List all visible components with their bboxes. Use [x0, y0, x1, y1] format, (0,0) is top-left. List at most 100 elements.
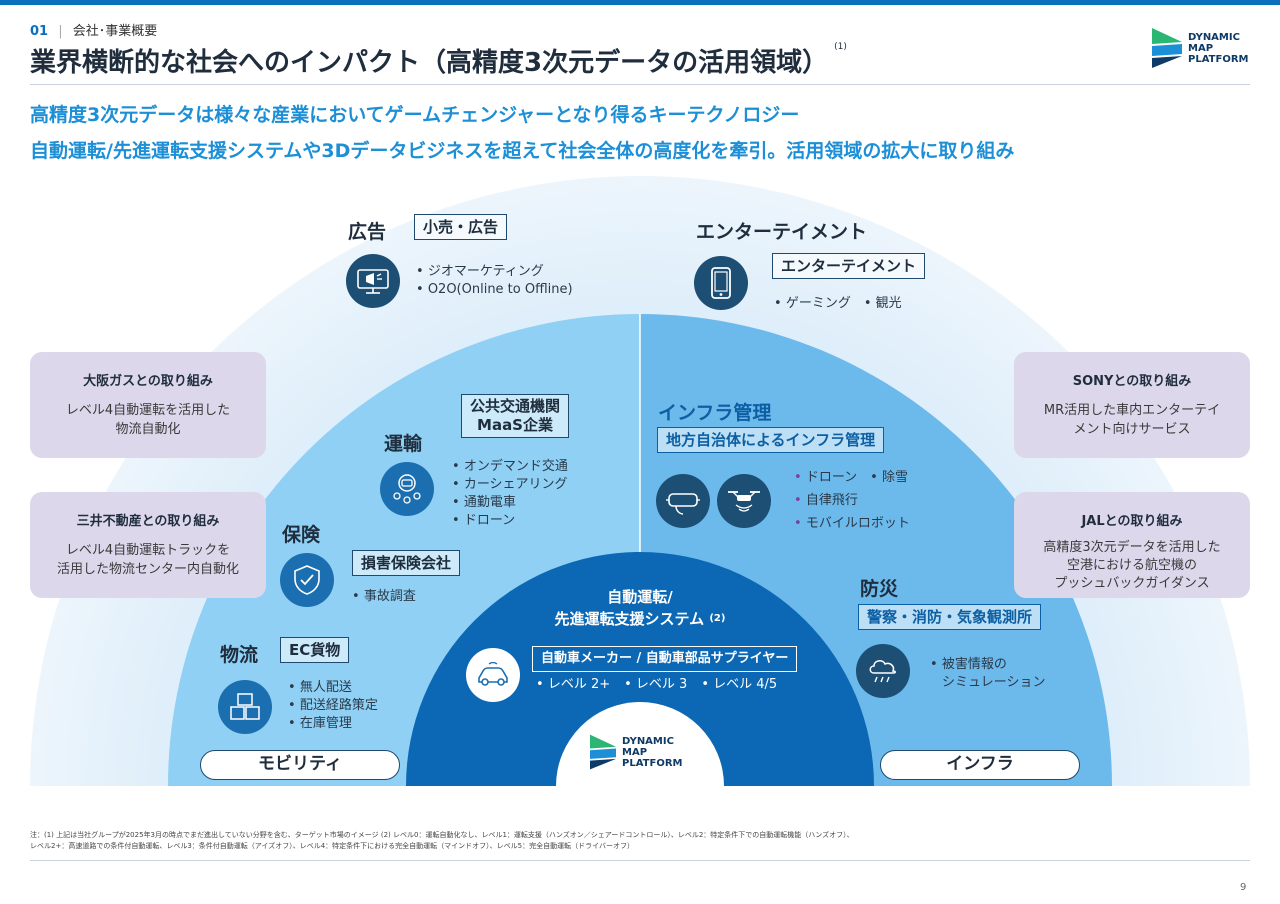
- card-line: レベル4自動運転を活用した: [65, 403, 231, 418]
- card-jal: JALとの取り組み 高精度3次元データを活用した 空港における航空機の プッシュ…: [1014, 492, 1250, 598]
- ad-box: 小売・広告: [414, 214, 508, 240]
- lead-line-2: 自動運転/先進運転支援システムや3Dデータビジネスを超えて社会全体の高度化を牽引…: [30, 140, 1015, 162]
- logo-line3: PLATFORM: [1188, 53, 1249, 65]
- insurance-title: 保険: [282, 524, 321, 546]
- footer-divider: [30, 860, 1250, 861]
- card-line: メント向けサービス: [1073, 422, 1191, 437]
- shield-check-icon: [280, 553, 334, 607]
- title-footnote-mark: (1): [834, 42, 847, 52]
- center-arch: [406, 552, 874, 786]
- center-levels: レベル 2+ レベル 3 レベル 4/5: [536, 676, 777, 694]
- card-body: レベル4自動運転トラックを 活用した物流センター内自動化: [30, 541, 266, 579]
- infra-management-box: 地方自治体によるインフラ管理: [657, 427, 885, 453]
- list-item: 自律飛行: [794, 489, 910, 512]
- disaster-box: 警察・消防・気象観測所: [858, 604, 1042, 630]
- center-title-line2-text: 先進運転支援システム: [554, 610, 705, 628]
- infra-pill: インフラ: [880, 750, 1080, 780]
- center-box: 自動車メーカー / 自動車部品サプライヤー: [532, 646, 798, 672]
- list-item: 被害情報の: [930, 656, 1045, 674]
- top-accent-bar: [0, 0, 1280, 5]
- card-sony: SONYとの取り組み MR活用した車内エンターテイ メント向けサービス: [1014, 352, 1250, 458]
- list-item: シミュレーション: [930, 674, 1045, 692]
- insurance-box: 損害保険会社: [352, 550, 461, 576]
- card-body: MR活用した車内エンターテイ メント向けサービス: [1014, 401, 1250, 439]
- logo-line1: DYNAMIC: [1188, 31, 1240, 43]
- card-line: 物流自動化: [115, 422, 181, 437]
- logo-line2: MAP: [622, 746, 648, 758]
- list-item: O2O(Online to Offline): [416, 281, 573, 299]
- logo-text: DYNAMIC MAP PLATFORM: [622, 736, 682, 769]
- level-item: レベル 4/5: [701, 676, 777, 694]
- list-item: 無人配送: [288, 679, 378, 697]
- card-title: 三井不動産との取り組み: [76, 514, 220, 529]
- card-line: 高精度3次元データを活用した: [1043, 540, 1221, 555]
- logo-text: DYNAMIC MAP PLATFORM: [1188, 32, 1248, 65]
- section-label: 01 | 会社･事業概要: [30, 20, 157, 39]
- page-title: 業界横断的な社会へのインパクト（高精度3次元データの活用領域） (1): [30, 42, 847, 79]
- section-separator: |: [58, 24, 63, 39]
- transport-title: 運輸: [384, 433, 423, 455]
- list-item: ジオマーケティング: [416, 263, 573, 281]
- list-item: モバイルロボット: [794, 512, 910, 535]
- smartphone-icon: [694, 256, 748, 310]
- section-number: 01: [30, 24, 49, 39]
- card-body: 高精度3次元データを活用した 空港における航空機の プッシュバックガイダンス: [1014, 539, 1250, 593]
- list-item: ゲーミング • 観光: [774, 295, 902, 313]
- list-item: ドローン: [452, 512, 568, 530]
- logo-line3: PLATFORM: [622, 757, 683, 769]
- vr-headset-icon: [656, 474, 710, 528]
- section-name: 会社･事業概要: [72, 24, 158, 39]
- footnote: 注：(1) 上記は当社グループが2025年3月の時点でまだ進出していない分野を含…: [30, 830, 1250, 852]
- card-line: 空港における航空機の: [1066, 558, 1197, 573]
- level-item: レベル 2+: [536, 676, 610, 694]
- level-item: レベル 3: [624, 676, 687, 694]
- car-icon: [466, 648, 520, 702]
- list-item: ドローン • 除雪: [794, 466, 910, 489]
- card-line: 活用した物流センター内自動化: [56, 562, 239, 577]
- infra-management-list: ドローン • 除雪 自律飛行 モバイルロボット: [794, 466, 910, 535]
- card-line: プッシュバックガイダンス: [1054, 576, 1210, 591]
- logo-mark-icon: [590, 734, 616, 770]
- footnote-line2: レベル2+：高速道路での条件付自動運転、レベル3：条件付自動運転（アイズオフ）、…: [30, 842, 634, 850]
- insurance-list: 事故調査: [352, 588, 416, 606]
- logistics-title: 物流: [220, 644, 259, 666]
- list-item: 配送経路策定: [288, 697, 378, 715]
- card-title: SONYとの取り組み: [1072, 374, 1192, 389]
- ent-list: ゲーミング • 観光: [774, 295, 902, 313]
- transport-list: オンデマンド交通 カーシェアリング 通勤電車 ドローン: [452, 458, 568, 530]
- ent-box: エンターテイメント: [772, 253, 926, 279]
- page-number: 9: [1240, 882, 1247, 893]
- disaster-title: 防災: [860, 578, 899, 600]
- transport-box: 公共交通機関 MaaS企業: [461, 394, 570, 438]
- logo-mark-icon: [1152, 28, 1182, 68]
- footnote-line1: 注：(1) 上記は当社グループが2025年3月の時点でまだ進出していない分野を含…: [30, 831, 854, 839]
- list-item: カーシェアリング: [452, 476, 568, 494]
- card-line: MR活用した車内エンターテイ: [1043, 403, 1221, 418]
- page-title-text: 業界横断的な社会へのインパクト（高精度3次元データの活用領域）: [30, 48, 829, 78]
- card-body: レベル4自動運転を活用した 物流自動化: [30, 401, 266, 439]
- card-title: 大阪ガスとの取り組み: [83, 374, 213, 389]
- logistics-box: EC貨物: [280, 637, 350, 663]
- disaster-list: 被害情報の シミュレーション: [930, 656, 1046, 692]
- card-mitsui-fudosan: 三井不動産との取り組み レベル4自動運転トラックを 活用した物流センター内自動化: [30, 492, 266, 598]
- transport-box-line1: 公共交通機関: [470, 397, 561, 415]
- list-item-continuation: シミュレーション: [942, 675, 1046, 690]
- mobility-pill: モビリティ: [200, 750, 400, 780]
- list-item: 通勤電車: [452, 494, 568, 512]
- list-item: オンデマンド交通: [452, 458, 568, 476]
- lead-line-1: 高精度3次元データは様々な産業においてゲームチェンジャーとなり得るキーテクノロジ…: [30, 104, 800, 126]
- logo-line2: MAP: [1188, 42, 1214, 54]
- title-divider: [30, 84, 1250, 85]
- card-line: レベル4自動運転トラックを: [65, 543, 231, 558]
- list-item: 在庫管理: [288, 715, 378, 733]
- list-item: 事故調査: [352, 588, 416, 606]
- card-title: JALとの取り組み: [1081, 514, 1183, 529]
- card-osaka-gas: 大阪ガスとの取り組み レベル4自動運転を活用した 物流自動化: [30, 352, 266, 458]
- transport-box-line2: MaaS企業: [477, 416, 553, 434]
- ent-title: エンターテイメント: [696, 221, 868, 243]
- megaphone-icon: [346, 254, 400, 308]
- center-title: 自動運転/ 先進運転支援システム (2): [500, 586, 780, 630]
- logistics-list: 無人配送 配送経路策定 在庫管理: [288, 679, 378, 733]
- center-title-note: (2): [709, 613, 726, 624]
- boxes-icon: [218, 680, 272, 734]
